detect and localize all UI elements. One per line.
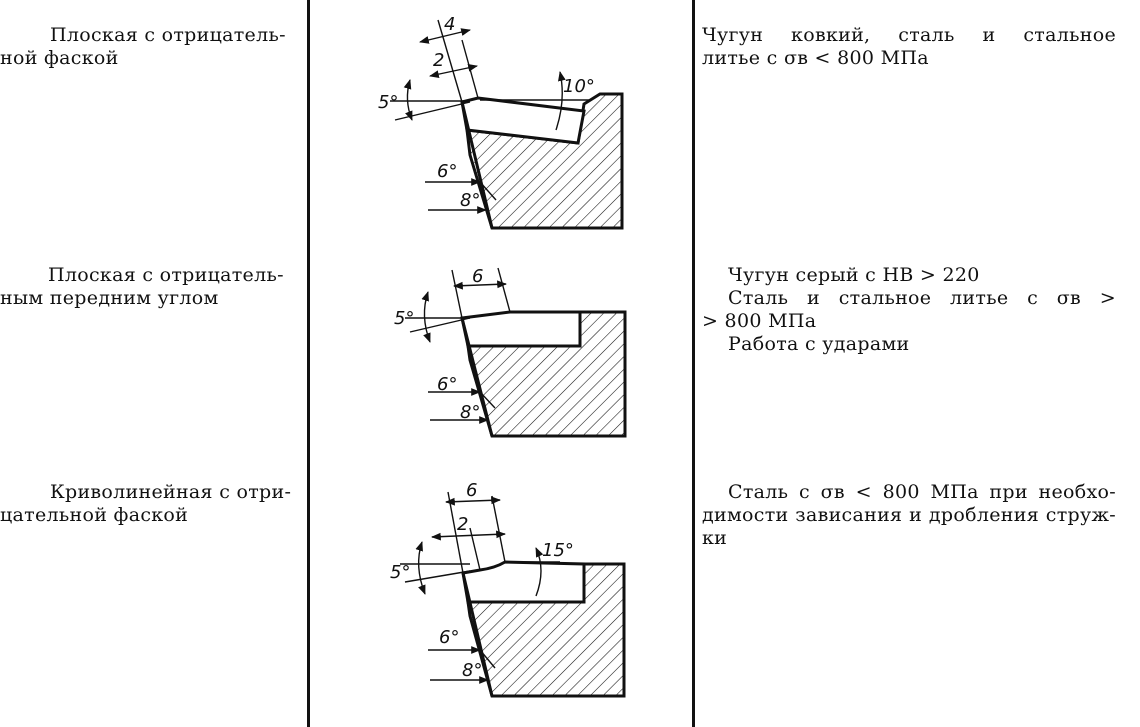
application-1-line1: Чугун ковкий, сталь и стальное — [702, 24, 1116, 46]
shape-name-2-line1: Плоская с отрицатель- — [48, 264, 284, 286]
fig1-dim-b: 2 — [433, 50, 444, 71]
application-1: Чугун ковкий, сталь и стальное литье с σ… — [702, 24, 1116, 70]
fig1-angle-alpha1: 6° — [437, 161, 457, 182]
fig3-angle-alpha1: 6° — [439, 627, 459, 648]
fig1-angle-rake: 10° — [563, 76, 595, 97]
fig2-angle-alpha1: 6° — [437, 374, 457, 395]
figure-1-negative-land — [390, 19, 624, 230]
fig2-angle-gamma: 5° — [394, 308, 414, 329]
application-2-line1: Чугун серый с НВ > 220 — [728, 264, 980, 286]
figure-2-negative-rake — [405, 267, 627, 438]
fig3-angle-rake: 15° — [542, 540, 574, 561]
fig3-angle-alpha2: 8° — [462, 660, 482, 681]
shape-name-2: Плоская с отрицатель- ным передним углом — [0, 264, 300, 310]
figure-3-insert — [461, 560, 586, 604]
fig2-angle-alpha2: 8° — [460, 402, 480, 423]
shape-name-3-line2: цательной фаской — [0, 504, 189, 526]
application-2-line4: Работа с ударами — [728, 333, 910, 355]
application-2-line3: > 800 МПа — [702, 310, 817, 332]
figure-3-curved-land — [400, 491, 626, 698]
fig3-angle-gamma: 5° — [390, 562, 410, 583]
shape-name-3: Криволинейная с отри- цательной фаской — [0, 481, 300, 527]
fig3-dim-b: 2 — [457, 514, 468, 535]
shape-name-1: Плоская с отрицатель- ной фаской — [0, 24, 300, 70]
fig1-angle-gamma: 5° — [378, 92, 398, 113]
shape-name-1-line1: Плоская с отрицатель- — [50, 24, 286, 46]
column-divider-right — [692, 0, 695, 727]
application-3-line1: Сталь с σв < 800 МПа при необхо- — [728, 481, 1116, 503]
shape-name-2-line2: ным передним углом — [0, 287, 219, 309]
shape-name-3-line1: Криволинейная с отри- — [50, 481, 292, 503]
shape-name-1-line2: ной фаской — [0, 47, 119, 69]
application-3-line3: ки — [702, 527, 728, 549]
application-2: Чугун серый с НВ > 220 Сталь и стальное … — [702, 264, 1116, 356]
figure-2-insert — [460, 310, 582, 348]
fig2-dim-a: 6 — [472, 266, 483, 287]
application-3: Сталь с σв < 800 МПа при необхо- димости… — [702, 481, 1116, 550]
application-1-line2: литье с σв < 800 МПа — [702, 47, 929, 69]
fig3-dim-a: 6 — [466, 480, 477, 501]
application-2-line2: Сталь и стальное литье с σв > — [728, 287, 1116, 309]
fig1-dim-a: 4 — [444, 14, 455, 35]
application-3-line2: димости зависания и дробления струж- — [702, 504, 1116, 526]
column-divider-left — [307, 0, 310, 727]
fig1-angle-alpha2: 8° — [460, 190, 480, 211]
